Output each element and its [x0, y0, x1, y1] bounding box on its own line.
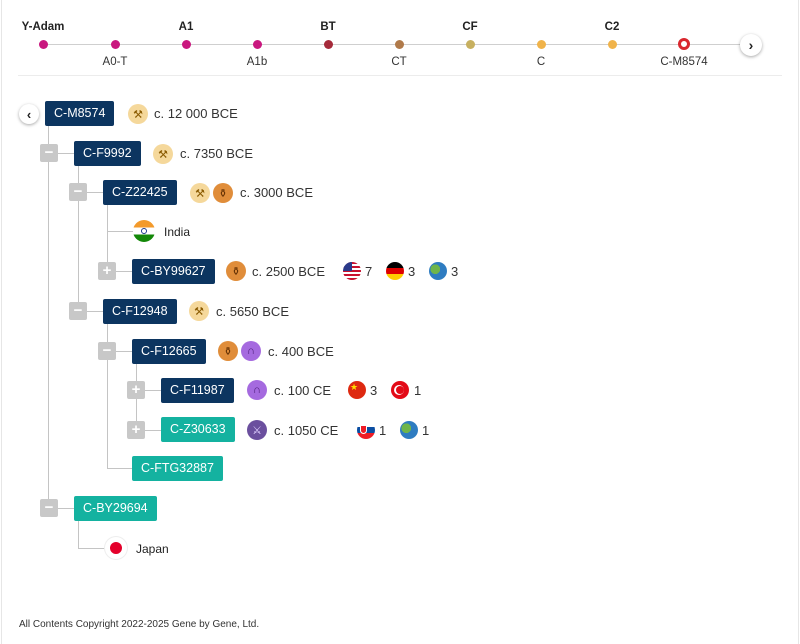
node-date: c. 3000 BCE [240, 185, 313, 200]
collapse-toggle[interactable]: − [69, 302, 87, 320]
node-date: c. 2500 BCE [252, 264, 325, 279]
tree-connector [48, 126, 49, 508]
node-date: c. 1050 CE [274, 423, 339, 438]
sample-count: 3 [451, 264, 459, 279]
tree-node-ftg32887[interactable]: C-FTG32887 [132, 456, 223, 481]
stone-tool-icon: ⚒ [189, 301, 209, 321]
node-date: c. 400 BCE [268, 344, 334, 359]
tree-node-z30633[interactable]: C-Z30633 [161, 417, 235, 442]
timeline-dot-bt[interactable] [324, 40, 333, 49]
timeline-label[interactable]: CF [462, 21, 478, 33]
tree-connector [107, 323, 108, 468]
timeline-dot-c2[interactable] [608, 40, 617, 49]
sample-count: 1 [414, 383, 422, 398]
expand-toggle[interactable]: + [127, 381, 145, 399]
timeline-label[interactable]: Y-Adam [21, 21, 65, 33]
timeline-label[interactable]: A1b [246, 56, 268, 68]
timeline-label[interactable]: A1 [178, 21, 194, 33]
collapse-toggle[interactable]: − [69, 183, 87, 201]
tree-connector [107, 231, 133, 232]
tree-node-f12948[interactable]: C-F12948 [103, 299, 177, 324]
collapse-toggle[interactable]: − [40, 144, 58, 162]
tree-connector [136, 430, 161, 431]
timeline-label[interactable]: CT [391, 56, 407, 68]
node-date: c. 12 000 BCE [154, 106, 238, 121]
expand-toggle[interactable]: + [98, 262, 116, 280]
timeline-label[interactable]: BT [320, 21, 336, 33]
tree-connector [136, 390, 161, 391]
tree-connector [78, 192, 103, 193]
timeline-dot-c[interactable] [537, 40, 546, 49]
timeline-next-button[interactable]: › [740, 34, 762, 56]
tree-node-f11987[interactable]: C-F11987 [161, 378, 234, 403]
tree-connector [107, 351, 132, 352]
tree-connector [78, 520, 79, 548]
tree-connector [48, 153, 74, 154]
tree-node-by99627[interactable]: C-BY99627 [132, 259, 215, 284]
timeline-label[interactable]: C-M8574 [660, 56, 708, 68]
collapse-toggle[interactable]: − [98, 342, 116, 360]
expand-toggle[interactable]: + [127, 421, 145, 439]
pottery-icon: ⚱ [226, 261, 246, 281]
globe-icon [429, 262, 447, 280]
tree-node-f12665[interactable]: C-F12665 [132, 339, 206, 364]
node-date: c. 5650 BCE [216, 304, 289, 319]
horseshoe-icon: ∩ [247, 380, 267, 400]
timeline-dot-a1b[interactable] [253, 40, 262, 49]
country-label: Japan [136, 542, 169, 556]
timeline-dot-a1[interactable] [182, 40, 191, 49]
tree-connector [78, 548, 106, 549]
timeline-dot-y-adam[interactable] [39, 40, 48, 49]
japan-flag-icon [105, 537, 127, 559]
divider [18, 75, 782, 76]
tree-connector [48, 508, 74, 509]
globe-icon [400, 421, 418, 439]
pottery-icon: ⚱ [213, 183, 233, 203]
tree-node-z22425[interactable]: C-Z22425 [103, 180, 177, 205]
sample-count: 3 [408, 264, 416, 279]
timeline-label[interactable]: A0-T [102, 56, 128, 68]
timeline-dot-a0-t[interactable] [111, 40, 120, 49]
node-date: c. 100 CE [274, 383, 332, 398]
stone-tool-icon: ⚒ [128, 104, 148, 124]
tree-node-root[interactable]: C-M8574 [45, 101, 115, 126]
node-date: c. 7350 BCE [180, 146, 253, 161]
tree-connector [78, 165, 79, 311]
china-flag-icon: ★ [348, 381, 366, 399]
sample-count: 1 [422, 423, 430, 438]
haplogroup-timeline: Y-Adam A1 BT CF C2 A0-T A1b CT C C-M8574… [0, 0, 800, 80]
sample-count: 3 [370, 383, 378, 398]
chevron-right-icon: › [748, 37, 754, 53]
tree-node-f9992[interactable]: C-F9992 [74, 141, 141, 166]
turkey-flag-icon [391, 381, 409, 399]
tree-connector [78, 311, 103, 312]
tree-connector [107, 204, 108, 271]
stone-tool-icon: ⚒ [153, 144, 173, 164]
timeline-dot-current[interactable] [678, 38, 690, 50]
india-flag-icon [133, 220, 155, 242]
sample-count: 1 [379, 423, 387, 438]
timeline-label[interactable]: C [536, 56, 546, 68]
usa-flag-icon [343, 262, 361, 280]
germany-flag-icon [386, 262, 404, 280]
timeline-label[interactable]: C2 [604, 21, 620, 33]
tree-node-by29694[interactable]: C-BY29694 [74, 496, 157, 521]
copyright-footer: All Contents Copyright 2022-2025 Gene by… [19, 619, 260, 630]
sample-count: 7 [365, 264, 373, 279]
horseshoe-icon: ∩ [241, 341, 261, 361]
collapse-toggle[interactable]: − [40, 499, 58, 517]
country-label: India [164, 225, 191, 239]
pottery-icon: ⚱ [218, 341, 238, 361]
tree-connector [107, 271, 132, 272]
sword-icon: ⚔ [247, 420, 267, 440]
chevron-left-icon: ‹ [26, 106, 32, 122]
timeline-dot-cf[interactable] [466, 40, 475, 49]
stone-tool-icon: ⚒ [190, 183, 210, 203]
back-button[interactable]: ‹ [19, 104, 39, 124]
tree-connector [107, 468, 132, 469]
slovakia-flag-icon [357, 421, 375, 439]
timeline-dot-ct[interactable] [395, 40, 404, 49]
